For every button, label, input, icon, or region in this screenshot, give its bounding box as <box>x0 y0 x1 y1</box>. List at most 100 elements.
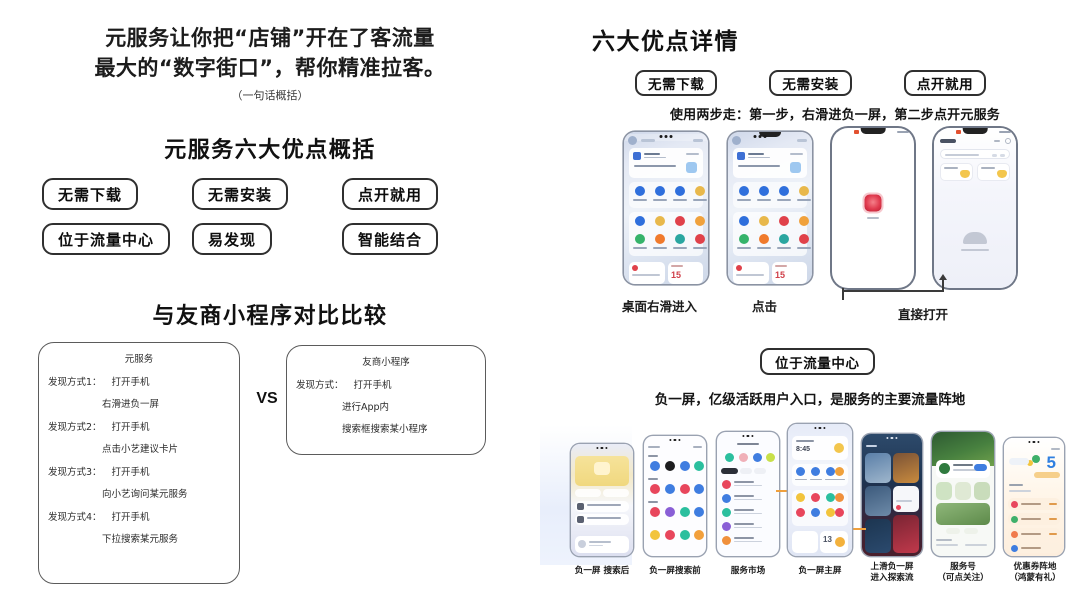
discovery-3-key: 发现方式3： <box>48 467 102 478</box>
hero-subtitle: （一句话概括） <box>231 88 309 102</box>
discovery-4-detail: 下拉搜索某元服务 <box>102 534 179 545</box>
competitor-discovery-method: 发现方式： 打开手机 进行App内 搜索框搜索某小程序 <box>287 377 485 435</box>
comparison-box-theirs: 友商小程序 发现方式： 打开手机 进行App内 搜索框搜索某小程序 <box>286 345 486 455</box>
advantage-button-5[interactable]: 智能结合 <box>342 223 439 255</box>
vs-label: VS <box>256 390 278 407</box>
caption-line-1: 上滑负一屏 <box>870 562 914 572</box>
service-logo-icon <box>864 194 882 212</box>
caption-line-1: 负一屏 搜索后 <box>574 566 630 576</box>
phone-caption-bottom-4: 上滑负一屏 进入探索流 <box>852 562 932 583</box>
discovery-1-value: 打开手机 <box>111 377 150 388</box>
phone-row-bottom: 8:45 <box>540 418 1080 568</box>
phone-caption-top-2: 直接打开 <box>898 307 949 322</box>
phone-row-top: 15 <box>620 128 1040 288</box>
connector-right-stem <box>942 278 944 292</box>
phone-mock-service-market <box>717 432 779 556</box>
phone-caption-bottom-3: 负一屏主屏 <box>780 566 860 577</box>
caption-line-1: 负一屏主屏 <box>798 566 842 576</box>
advantage-cell: 位于流量中心 <box>42 223 192 255</box>
caption-line-1: 服务号 <box>950 562 976 572</box>
discovery-1-detail: 右滑进负一屏 <box>102 399 160 410</box>
advantages-grid: 无需下载 无需安装 点开就用 位于流量中心 易发现 智能结合 <box>42 178 492 268</box>
discovery-4-value: 打开手机 <box>111 512 150 523</box>
comparison-title: 与友商小程序对比比较 <box>152 304 388 329</box>
traffic-center-caption: 负一屏，亿级活跃用户入口，是服务的主要流量阵地 <box>654 392 966 408</box>
discovery-1-key: 发现方式1： <box>48 377 102 388</box>
arrow-connector-icon <box>776 490 790 492</box>
advantage-button-0[interactable]: 无需下载 <box>42 178 139 210</box>
connector-bracket <box>842 290 944 292</box>
camera-dots-icon <box>1028 441 1040 444</box>
advantage-button-2[interactable]: 点开就用 <box>342 178 439 210</box>
discovery-3-value: 打开手机 <box>111 467 150 478</box>
phone-mock-desktop-swipe: 15 <box>624 132 708 284</box>
detail-pill-1[interactable]: 无需安装 <box>769 70 852 96</box>
arrow-connector-icon-2 <box>852 528 866 530</box>
advantage-cell: 无需下载 <box>42 178 192 210</box>
hero-line-1: 元服务让你把“店铺”开在了客流量 <box>105 26 435 50</box>
discovery-method-4: 发现方式4： 打开手机 下拉搜索某元服务 <box>39 509 239 545</box>
phone-caption-bottom-2: 服务市场 <box>708 566 788 577</box>
caption-line-2: 进入探索流 <box>870 572 914 583</box>
discovery-3-detail: 向小艺询问某元服务 <box>102 489 188 500</box>
caption-line-2: （鸿蒙有礼） <box>1009 572 1061 583</box>
caption-line-1: 优惠券阵地 <box>1013 562 1057 572</box>
phone-caption-bottom-5: 服务号 （可点关注） <box>923 562 1003 583</box>
advantages-row-2: 位于流量中心 易发现 智能结合 <box>42 223 492 255</box>
detail-pill-0[interactable]: 无需下载 <box>635 70 718 96</box>
camera-dots-icon <box>814 427 826 430</box>
phone-caption-bottom-0: 负一屏 搜索后 <box>562 566 642 577</box>
camera-dots-icon <box>596 447 608 450</box>
discovery-method-1: 发现方式1： 打开手机 右滑进负一屏 <box>39 374 239 410</box>
advantage-button-1[interactable]: 无需安装 <box>192 178 289 210</box>
notch-icon <box>759 132 781 137</box>
advantages-title: 元服务六大优点概括 <box>164 138 376 163</box>
comparison-theirs-header: 友商小程序 <box>362 357 410 368</box>
hero-line-2: 最大的“数字街口”，帮你精准拉客。 <box>94 55 446 80</box>
camera-dots-icon <box>753 135 767 138</box>
caption-line-2: （可点关注） <box>937 572 989 583</box>
caption-line-1: 服务市场 <box>730 566 766 576</box>
phone-mock-after-search <box>571 444 633 556</box>
discovery-method-2: 发现方式2： 打开手机 点击小艺建议卡片 <box>39 419 239 455</box>
traffic-center-pill-wrap: 位于流量中心 <box>760 348 875 375</box>
advantage-button-4[interactable]: 易发现 <box>192 223 273 255</box>
right-column: 六大优点详情 无需下载 无需安装 点开就用 使用两步走：第一步，右滑进负一屏，第… <box>540 0 1080 608</box>
notch-icon <box>962 128 988 134</box>
advantage-cell: 无需安装 <box>192 178 342 210</box>
phone-mock-splash <box>832 128 914 288</box>
traffic-center-pill[interactable]: 位于流量中心 <box>760 348 875 375</box>
advantage-button-3[interactable]: 位于流量中心 <box>42 223 171 255</box>
empty-state-illustration <box>963 232 987 244</box>
competitor-detail-2: 搜索框搜索某小程序 <box>342 424 428 435</box>
discovery-2-detail: 点击小艺建议卡片 <box>102 444 179 455</box>
discovery-method-3: 发现方式3： 打开手机 向小艺询问某元服务 <box>39 464 239 500</box>
phone-caption-top-1: 点击 <box>752 299 778 314</box>
caption-line-1: 负一屏搜索前 <box>649 566 701 576</box>
phone-mock-coupon-zone: 5 <box>1004 438 1064 556</box>
camera-dots-icon <box>886 437 898 440</box>
phone-mock-service-account <box>932 432 994 556</box>
detail-pill-2[interactable]: 点开就用 <box>903 70 987 96</box>
camera-dots-icon <box>669 439 681 442</box>
competitor-detail-1: 进行App内 <box>342 402 390 413</box>
connector-arrow-icon <box>939 274 947 280</box>
phone-caption-bottom-6: 优惠券阵地 （鸿蒙有礼） <box>994 562 1076 583</box>
advantage-cell: 智能结合 <box>342 223 492 255</box>
phone-mock-negative-main: 8:45 <box>788 424 852 556</box>
competitor-value: 打开手机 <box>353 380 392 391</box>
discovery-2-value: 打开手机 <box>111 422 150 433</box>
camera-dots-icon <box>659 135 673 138</box>
advantages-row-1: 无需下载 无需安装 点开就用 <box>42 178 492 210</box>
left-column: 元服务让你把“店铺”开在了客流量 最大的“数字街口”，帮你精准拉客。 （一句话概… <box>38 26 492 584</box>
phone-caption-bottom-1: 负一屏搜索前 <box>635 566 715 577</box>
details-title: 六大优点详情 <box>592 29 739 55</box>
phone-mock-explore-stream <box>862 434 922 556</box>
notch-icon <box>860 128 886 134</box>
phone-mock-before-search <box>644 436 706 556</box>
camera-dots-icon <box>742 435 754 438</box>
advantage-cell: 易发现 <box>192 223 342 255</box>
discovery-4-key: 发现方式4： <box>48 512 102 523</box>
phone-mock-opened-service <box>934 128 1016 288</box>
